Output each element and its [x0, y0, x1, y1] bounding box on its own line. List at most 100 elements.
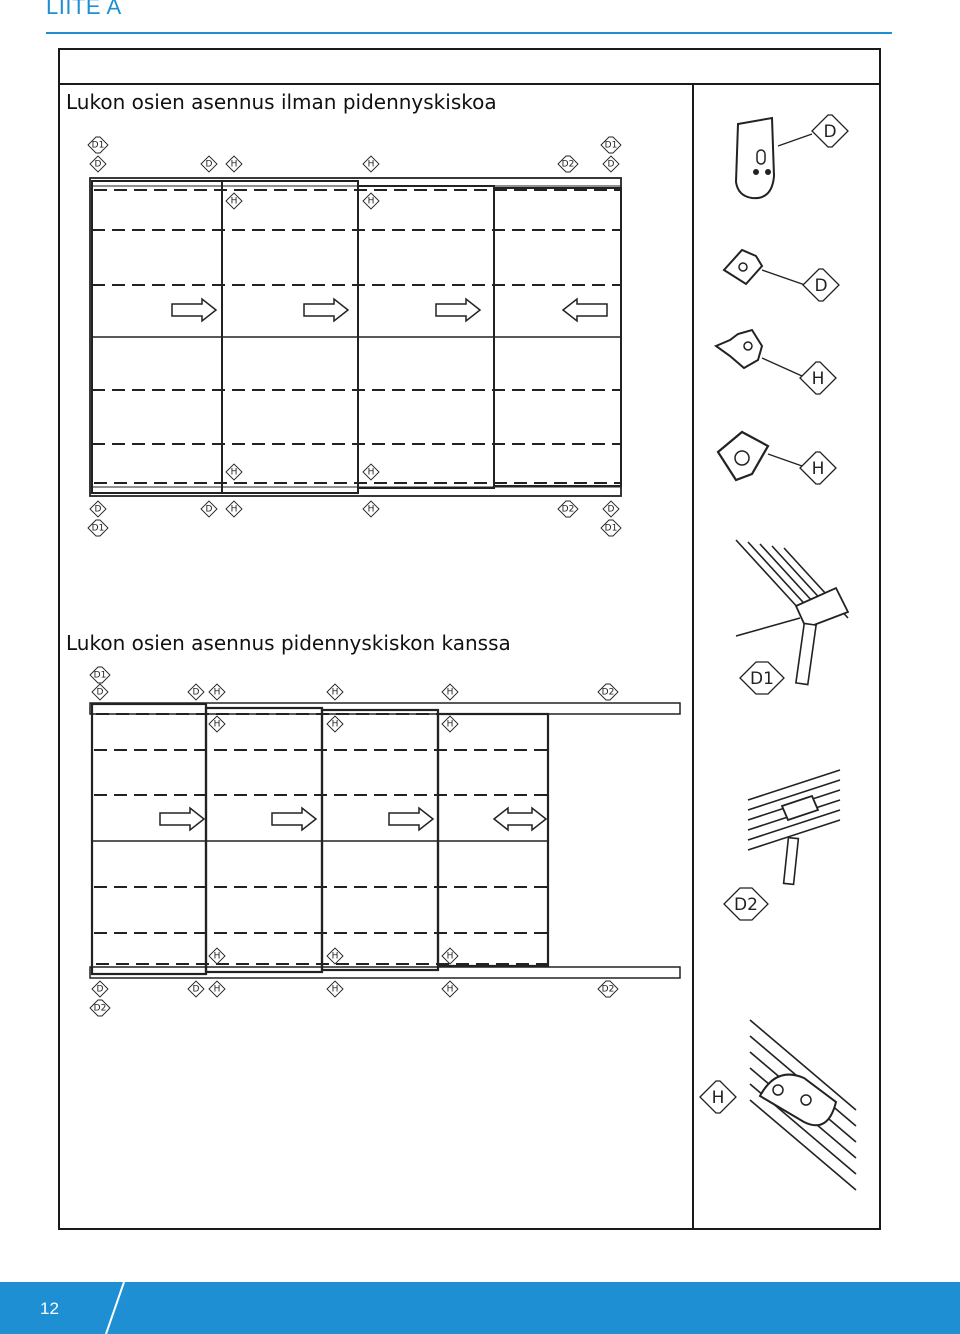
part-tag-label: H: [712, 1088, 725, 1108]
part-tag-label: D: [97, 985, 104, 995]
leader-line: [777, 133, 813, 147]
part-tag-frame: [699, 1080, 737, 1114]
part-tag-label: H: [368, 468, 375, 478]
door-panel: [436, 712, 550, 968]
frame-column-divider: [692, 83, 694, 1228]
screw-clip-hole: [743, 341, 753, 351]
frame-top-rule: [60, 83, 879, 85]
part-tag-frame: [89, 999, 111, 1017]
part-tag-label: H: [447, 985, 454, 995]
section-title-without-extension: Lukon osien asennus ilman pidennyskiskoa: [66, 90, 497, 114]
part-tag-frame: [187, 683, 205, 701]
part-tag-frame: [326, 683, 344, 701]
rail-profile-line: [749, 1019, 857, 1111]
mounted-screw: [794, 622, 818, 686]
part-tag-label: D2: [94, 1004, 107, 1014]
part-tag-label: D: [823, 122, 836, 142]
part-tag-label: H: [214, 985, 221, 995]
end-cap-hole: [765, 169, 771, 175]
part-tag-label: D2: [562, 160, 575, 170]
part-tag-label: H: [231, 468, 238, 478]
part-tag-frame: [362, 500, 380, 518]
part-tag-label: D2: [734, 895, 758, 915]
clip-hole: [738, 262, 748, 272]
part-tag-label: H: [332, 720, 339, 730]
part-tag-frame: [723, 887, 769, 921]
part-tag-frame: [600, 519, 622, 537]
part-tag-label: H: [447, 952, 454, 962]
right-arrow: [271, 806, 318, 832]
part-tag-frame: [597, 683, 619, 701]
footer-band: [0, 1282, 960, 1334]
part-tag-frame: [802, 268, 840, 302]
right-arrow: [159, 806, 206, 832]
part-tag-label: H: [368, 505, 375, 515]
part-tag-frame: [87, 136, 109, 154]
part-tag-label: H: [231, 505, 238, 515]
connector-hole: [800, 1094, 812, 1106]
part-tag-frame: [557, 155, 579, 173]
rail-profile-line: [747, 541, 813, 613]
part-tag-frame: [87, 519, 109, 537]
part-tag-label: D2: [562, 505, 575, 515]
part-tag-frame: [557, 500, 579, 518]
part-tag-label: D: [95, 160, 102, 170]
part-tag-frame: [441, 980, 459, 998]
rail-profile-line: [747, 819, 841, 851]
part-tag-label: H: [368, 160, 375, 170]
right-arrow: [171, 297, 218, 323]
part-tag-frame: [89, 155, 107, 173]
mounted-screw: [782, 836, 800, 886]
part-tag-label: D1: [605, 524, 618, 534]
part-tag-frame: [441, 947, 459, 965]
part-tag-frame: [208, 683, 226, 701]
part-tag-label: H: [332, 952, 339, 962]
mounted-clip: [794, 586, 850, 630]
double-arrow: [492, 806, 548, 832]
part-tag-label: H: [214, 952, 221, 962]
part-tag-label: H: [332, 688, 339, 698]
extension-rail-bottom: [89, 966, 681, 979]
part-tag-frame: [187, 980, 205, 998]
end-cap-hole: [753, 169, 759, 175]
part-tag-frame: [362, 463, 380, 481]
part-tag-label: H: [812, 369, 825, 389]
part-tag-frame: [200, 155, 218, 173]
right-arrow: [435, 297, 482, 323]
page-number: 12: [40, 1299, 59, 1318]
part-tag-label: H: [812, 459, 825, 479]
part-tag-frame: [441, 715, 459, 733]
part-tag-frame: [225, 500, 243, 518]
header-rule: [46, 32, 892, 34]
rail-profile-line: [747, 809, 841, 841]
right-arrow: [388, 806, 435, 832]
rail-profile-line: [749, 1099, 857, 1191]
part-tag-frame: [597, 980, 619, 998]
part-tag-label: D2: [602, 985, 615, 995]
part-tag-frame: [799, 361, 837, 395]
part-tag-label: D: [193, 985, 200, 995]
part-tag-frame: [91, 980, 109, 998]
part-tag-frame: [600, 136, 622, 154]
screw-clip-part: [713, 328, 764, 370]
part-tag-frame: [225, 192, 243, 210]
part-tag-frame: [208, 947, 226, 965]
part-tag-label: D: [608, 160, 615, 170]
part-tag-label: H: [368, 197, 375, 207]
leader-line: [761, 269, 806, 286]
part-tag-frame: [811, 114, 849, 148]
part-tag-label: D1: [92, 524, 105, 534]
part-tag-label: H: [332, 985, 339, 995]
rail-profile-line: [747, 779, 841, 811]
part-tag-frame: [326, 715, 344, 733]
part-tag-label: H: [447, 720, 454, 730]
leader-line: [761, 357, 803, 377]
part-tag-label: H: [214, 720, 221, 730]
part-tag-label: H: [447, 688, 454, 698]
part-tag-label: D: [206, 160, 213, 170]
part-tag-frame: [602, 155, 620, 173]
part-tag-frame: [326, 980, 344, 998]
connector-hole: [772, 1084, 784, 1096]
rail-profile-line: [735, 617, 801, 637]
part-tag-label: D2: [602, 688, 615, 698]
